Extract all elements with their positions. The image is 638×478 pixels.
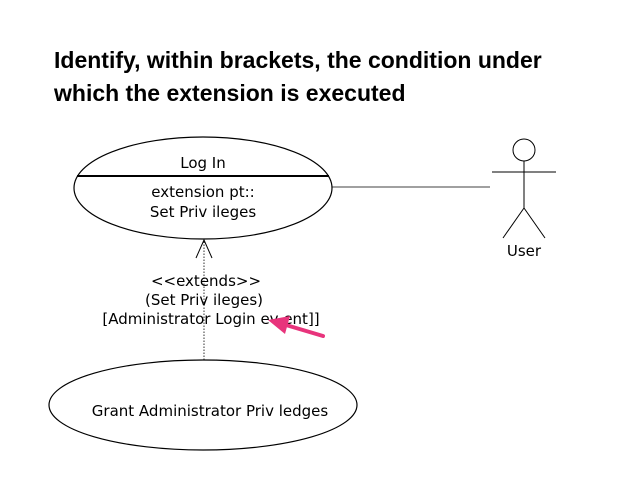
extending-use-case: Grant Administrator Priv ledges [48, 359, 358, 451]
extension-point-name: Set Priv ileges [150, 203, 256, 221]
slide-title: Identify, within brackets, the condition… [54, 44, 614, 110]
extending-use-case-ellipse [48, 359, 358, 451]
extend-stereotype: <<extends>> [151, 272, 261, 290]
extend-relation-labels: <<extends>> (Set Priv ileges) [Administr… [102, 272, 319, 328]
actor-head [512, 138, 536, 162]
extend-arrowhead [195, 238, 213, 259]
annotation-arrow-shaft [284, 323, 325, 338]
extend-condition: [Administrator Login ev ent]] [102, 310, 319, 328]
actor-left-leg [502, 207, 525, 239]
extension-point-label: extension pt:: [151, 183, 254, 201]
extend-extension-point-ref: (Set Priv ileges) [145, 291, 263, 309]
pink-pointer-arrow-icon [268, 316, 325, 338]
base-use-case-ellipse [73, 136, 333, 240]
actor-right-leg [523, 207, 546, 239]
annotation-arrow-head [268, 316, 290, 334]
actor-name: User [507, 242, 542, 260]
slide-title-line-1: Identify, within brackets, the condition… [54, 47, 542, 73]
extending-use-case-name: Grant Administrator Priv ledges [92, 402, 329, 420]
slide-title-line-2: which the extension is executed [54, 80, 406, 106]
base-use-case: Log In extension pt:: Set Priv ileges [73, 136, 333, 240]
base-use-case-name: Log In [180, 154, 226, 172]
stick-figure-icon [492, 138, 556, 239]
